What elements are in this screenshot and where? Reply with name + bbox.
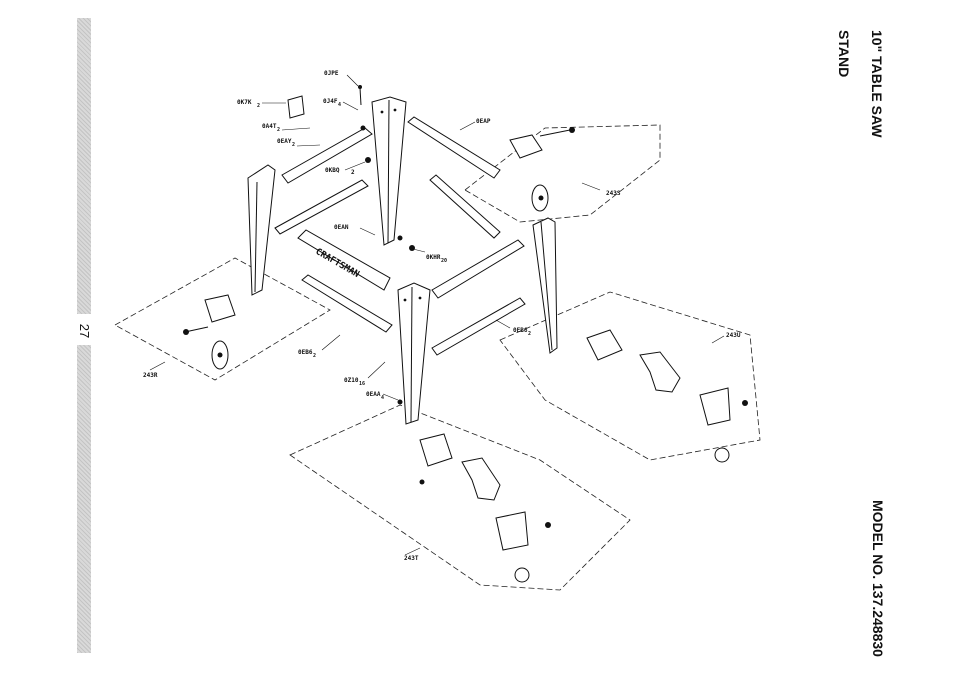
assembly-outline-243s bbox=[464, 124, 661, 223]
leg-back-left bbox=[247, 164, 276, 296]
nut bbox=[360, 125, 366, 131]
rail-lower-front bbox=[301, 274, 393, 333]
part-label-0k7k: 0K7K bbox=[237, 99, 252, 106]
part-label-0khr-qty: 20 bbox=[441, 258, 447, 264]
part-label-0eaa-qty: 4 bbox=[381, 395, 384, 401]
bracket-top-small bbox=[287, 95, 305, 119]
part-label-0kbq-qty: 2 bbox=[351, 169, 355, 176]
part-label-243r: 243R bbox=[143, 372, 158, 379]
part-label-0j4f-qty: 4 bbox=[338, 102, 341, 108]
part-label-0a4t-qty: 2 bbox=[277, 127, 280, 133]
part-label-0khr: 0KHR bbox=[426, 254, 441, 261]
part-label-0z10: 0Z10 bbox=[344, 377, 359, 384]
nut bbox=[365, 157, 371, 163]
leg-back-center bbox=[371, 96, 407, 246]
part-label-0jpe: 0JPE bbox=[324, 70, 339, 77]
caster-assembly-243r bbox=[183, 294, 236, 370]
part-label-0a4t: 0A4T bbox=[262, 123, 277, 130]
nut bbox=[397, 235, 403, 241]
part-label-0k7k-qty: 2 bbox=[257, 103, 260, 109]
assembly-outline-243u bbox=[499, 291, 761, 461]
part-label-243t: 243T bbox=[404, 555, 419, 562]
nut bbox=[409, 245, 415, 251]
part-label-0eb6-left: 0EB6 bbox=[298, 349, 313, 356]
rail-lower-right bbox=[431, 297, 526, 356]
rail-upper-right bbox=[431, 239, 525, 299]
part-label-0eb6-right-qty: 2 bbox=[528, 331, 531, 337]
caster-assembly-243t bbox=[419, 433, 551, 583]
caster-assembly-243s bbox=[509, 127, 575, 212]
rail-upper-back bbox=[407, 116, 501, 179]
leg-front bbox=[397, 282, 431, 425]
binding-strip-bottom bbox=[77, 345, 91, 653]
part-label-243s: 243S bbox=[606, 190, 621, 197]
part-label-0ean: 0EAN bbox=[334, 224, 349, 231]
bolt-0jpe bbox=[358, 85, 362, 106]
rail-lower-back bbox=[429, 174, 501, 239]
assembly-outline-243r bbox=[114, 257, 331, 381]
part-label-0eb6-right: 0EB6 bbox=[513, 327, 528, 334]
part-label-0eaa: 0EAA bbox=[366, 391, 381, 398]
part-label-0kbq: 0KBQ bbox=[325, 167, 340, 174]
part-label-0eay-qty: 2 bbox=[292, 142, 295, 148]
nut bbox=[397, 399, 403, 405]
leg-right bbox=[532, 217, 558, 354]
rail-upper-left bbox=[281, 127, 373, 184]
binding-strip-top bbox=[77, 18, 91, 314]
part-label-243u: 243U bbox=[726, 332, 741, 339]
part-label-0z10-qty: 16 bbox=[359, 381, 365, 387]
assembly-outline-243t bbox=[289, 404, 631, 591]
part-label-0eb6-left-qty: 2 bbox=[313, 353, 316, 359]
rail-lower-left bbox=[274, 179, 369, 235]
part-label-0eay: 0EAY bbox=[277, 138, 292, 145]
part-label-0eap: 0EAP bbox=[476, 118, 491, 125]
part-label-0j4f: 0J4F bbox=[323, 98, 338, 105]
caster-assembly-243u bbox=[586, 329, 748, 463]
